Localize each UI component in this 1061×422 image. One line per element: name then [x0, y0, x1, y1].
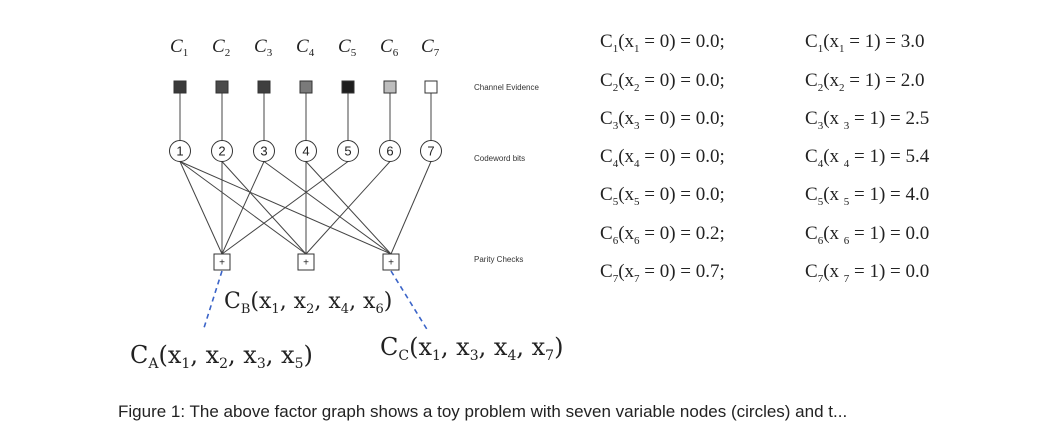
evidence-row: C5(x5 = 0) = 0.0; C5(x 5 = 1) = 4.0: [600, 177, 929, 215]
channel-evidence-label: Channel Evidence: [474, 83, 539, 92]
channel-evidence-row: C1 C2 C3 C4 C5 C6 C7: [170, 36, 440, 94]
evidence-x1-value: C6(x 6 = 1) = 0.0: [805, 222, 930, 247]
edge-bit1-check-c: [179, 161, 392, 255]
channel-label: C1: [170, 36, 188, 59]
channel-evidence-node: [173, 80, 187, 94]
channel-evidence-node: [257, 80, 271, 94]
evidence-x0-value: C3(x3 = 0) = 0.0;: [600, 107, 725, 132]
codeword-bits-row: 1 2 3 4 5 6 7: [169, 140, 442, 162]
channel-label: C3: [254, 36, 273, 59]
edge-bit1-check-b: [179, 161, 307, 255]
evidence-row: C3(x3 = 0) = 0.0; C3(x 3 = 1) = 2.5: [600, 101, 929, 139]
parity-check-node-a: [213, 253, 231, 271]
check-label-b: CB(x1, x2, x4, x6): [224, 289, 392, 317]
channel-evidence-node: [215, 80, 229, 94]
parity-checks-label: Parity Checks: [474, 255, 523, 264]
codeword-bit-node: [211, 140, 233, 162]
codeword-bit-label: 1: [176, 144, 183, 159]
channel-evidence-node: [299, 80, 313, 94]
parity-check-symbol: +: [219, 258, 225, 269]
check-label-a: CA(x1, x2, x3, x5): [130, 341, 313, 372]
channel-label: C7: [421, 36, 440, 59]
codeword-bit-label: 6: [386, 144, 393, 159]
channel-evidence-node: [341, 80, 355, 94]
codeword-bit-node: [253, 140, 275, 162]
evidence-x1-value: C7(x 7 = 1) = 0.0: [805, 261, 930, 285]
codeword-bit-node: [379, 140, 401, 162]
evidence-x0-value: C6(x6 = 0) = 0.2;: [600, 222, 725, 247]
codeword-bit-label: 4: [302, 144, 309, 159]
channel-label: C5: [338, 36, 357, 59]
codeword-bit-node: [169, 140, 191, 162]
parity-checks-row: + + +: [213, 253, 400, 271]
evidence-row: C7(x7 = 0) = 0.7; C7(x 7 = 1) = 0.0: [600, 254, 929, 292]
evidence-x0-value: C7(x7 = 0) = 0.7;: [600, 261, 725, 285]
channel-evidence-node: [424, 80, 438, 94]
evidence-x1-value: C3(x 3 = 1) = 2.5: [805, 107, 930, 132]
evidence-row: C2(x2 = 0) = 0.0; C2(x2 = 1) = 2.0: [600, 62, 929, 100]
evidence-x0-value: C2(x2 = 0) = 0.0;: [600, 69, 725, 94]
edge-bit4-check-c: [305, 161, 392, 255]
codeword-bits-label: Codeword bits: [474, 154, 525, 163]
parity-check-symbol: +: [303, 258, 309, 269]
edge-bit7-check-c: [390, 161, 432, 255]
channel-label: C2: [212, 36, 230, 59]
evidence-row: C6(x6 = 0) = 0.2; C6(x 6 = 1) = 0.0: [600, 215, 929, 253]
codeword-bit-label: 2: [218, 144, 225, 159]
evidence-x1-value: C5(x 5 = 1) = 4.0: [805, 184, 930, 209]
codeword-bit-label: 5: [344, 144, 351, 159]
evidence-x1-value: C4(x 4 = 1) = 5.4: [805, 146, 930, 170]
codeword-bit-node: [420, 140, 442, 162]
evidence-x0-value: C5(x5 = 0) = 0.0;: [600, 184, 725, 209]
edge-bit3-check-c: [263, 161, 392, 255]
check-label-c: CC(x1, x3, x4, x7): [380, 333, 563, 364]
evidence-x1-value: C2(x2 = 1) = 2.0: [805, 69, 925, 94]
evidence-x0-value: C4(x4 = 0) = 0.0;: [600, 146, 725, 170]
dashed-link-c: [390, 270, 429, 332]
channel-label: C6: [380, 36, 399, 59]
evidence-x0-value: C1(x1 = 0) = 0.0;: [600, 31, 725, 56]
codeword-bit-label: 7: [427, 144, 434, 159]
parity-check-node-b: [297, 253, 315, 271]
evidence-x1-value: C1(x1 = 1) = 3.0: [805, 31, 925, 56]
parity-check-symbol: +: [388, 258, 394, 269]
channel-evidence-node: [383, 80, 397, 94]
codeword-bit-node: [337, 140, 359, 162]
figure-caption: Figure 1: The above factor graph shows a…: [118, 402, 848, 421]
edge-bit1-check-a: [179, 161, 223, 255]
edges-layer: [179, 93, 432, 255]
evidence-row: C4(x4 = 0) = 0.0; C4(x 4 = 1) = 5.4: [600, 139, 929, 177]
parity-check-node-c: [382, 253, 400, 271]
evidence-row: C1(x1 = 0) = 0.0; C1(x1 = 1) = 3.0: [600, 24, 929, 62]
dashed-link-a: [202, 270, 223, 332]
channel-label: C4: [296, 36, 315, 59]
edge-bit2-check-b: [221, 161, 307, 255]
codeword-bit-node: [295, 140, 317, 162]
codeword-bit-label: 3: [260, 144, 267, 159]
